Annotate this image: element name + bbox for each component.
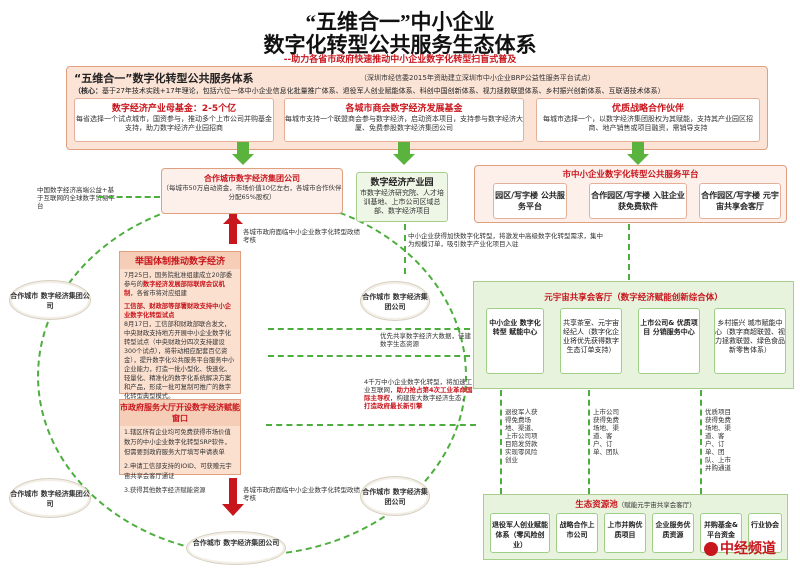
arrow-down-icon: [627, 142, 649, 165]
connector-line: [268, 328, 470, 330]
node-label: 合作城市 数字经济集团公司: [10, 292, 90, 310]
city-node-bottom[interactable]: 合作城市 数字经济集团公司: [186, 531, 286, 565]
node-label: 合作城市 数字经济集团公司: [10, 490, 90, 508]
fund-box-2: 各城市商会数字经济发展基金 每城市支持一个联盟商会参与数字经济，启动资本项目，支…: [284, 98, 524, 142]
mid-note-2: 优先共享数字经济大数据，佳建数字生态资源: [380, 332, 471, 348]
platform-box-3: 合作园区/写字楼 元宇宙共享会客厅: [699, 183, 781, 219]
page-title-line2: 数字化转型公共服务生态体系: [263, 33, 537, 57]
top-heading: “五维合一”数字化转型公共服务体系: [74, 72, 254, 85]
national-p2-red: 工信部、财政部等部署财政支持中小企业数字化转型试点: [124, 303, 232, 319]
eco-box-4: 企业服务优质资源: [652, 513, 694, 553]
metaverse-box-4: 乡村振兴 城市赋能中心（数字商超联盟、视力拯救联盟、绿色食品新零售体系）: [714, 308, 786, 374]
city-company-title: 合作城市数字经济集团公司: [204, 174, 300, 183]
city-node-left-bottom[interactable]: 合作城市 数字经济集团公司: [9, 478, 91, 518]
city-node-right-top[interactable]: 合作城市 数字经济集团公司: [360, 281, 430, 321]
city-node-left-top[interactable]: 合作城市 数字经济集团公司: [9, 280, 91, 320]
city-digital-company: 合作城市数字经济集团公司 （每城市50万启动资金，市场价值10亿左右，各城市合作…: [161, 168, 343, 214]
national-p2-body: 8月17日，工信部和财政部联合发文，中央财政支持地方开展中小企业数字化转型试点（…: [124, 321, 235, 400]
industry-park-box: 数字经济产业园 市数字经济研究院、人才培训基地、上市公司区域总部、数字经济项目: [356, 172, 448, 222]
connector-line: [268, 355, 470, 357]
connector-line: [588, 390, 590, 494]
connector-line: [628, 224, 630, 280]
public-service-platform: 市中小企业数字化转型公共服务平台 园区/写字楼 公共服务平台 合作园区/写字楼 …: [474, 165, 787, 223]
connector-line: [700, 390, 702, 494]
node-label: 合作城市 数字经济集团公司: [362, 488, 428, 506]
city-company-body: （每城市50万启动资金，市场价值10亿左右，各城市合作伙伴分配65%股权）: [162, 184, 342, 201]
flow-note-1: 退役军人获得免费场地、渠道、上市公司项目陪发贷款实现零风险创业: [505, 408, 538, 464]
national-p1-red: 数字经济发展部际联席会议机制: [124, 281, 225, 297]
fund-box-3-title: 优质战略合作伙伴: [611, 104, 684, 114]
national-system-box: 举国体制推动数字经济 7月25日，国务院批准组建成立20部委参与的数字经济发展部…: [119, 251, 241, 400]
eco-box-3: 上市并购优质项目: [604, 513, 646, 553]
platform-title: 市中小企业数字化转型公共服务平台: [562, 170, 699, 180]
gov-note-bottom: 各城市政府面临中小企业数字化转型政绩考核: [243, 486, 360, 502]
red-arrow-shaft: [229, 214, 237, 244]
core-text: 基于27年技术实践+17年理论，包括六位一体中小企业信息化批量推广体系、退役军人…: [102, 87, 665, 95]
flow-note-2: 上市公司获得免费场地、渠道、客户、订单、团队: [593, 408, 619, 456]
window-box-title: 市政府服务大厅开设数字经济赋能窗口: [120, 400, 240, 426]
arrow-down-icon: [393, 142, 415, 165]
national-box-title: 举国体制推动数字经济: [120, 252, 240, 269]
page-subtitle: --助力各省市政府快速推动中小企业数字化转型扫盲式普及: [283, 55, 517, 65]
fund-box-1-body: 每省选择一个试点城市，国资参与，推动多个上市公司并购基金支持，助力数字经济产业园…: [76, 115, 272, 132]
ecosystem-resource-pool: 生态资源池（赋能元宇宙共享会客厅） 退役军人创业赋能体系（零风险创业） 战略合作…: [483, 494, 788, 560]
industry-park-title: 数字经济产业园: [370, 178, 434, 188]
arrow-down-red-icon: [222, 504, 244, 516]
logo-text: 中经频道: [720, 541, 776, 557]
metaverse-lounge-panel: 元宇宙共享会客厅（数字经济赋能创新综合体） 中小企业 数字化转型 赋能中心 共享…: [473, 281, 794, 389]
eco-title-line: 生态资源池（赋能元宇宙共享会客厅）: [484, 498, 787, 510]
left-note: 中国数字经济高端公益+基于互联网的全球数字贸易平台: [37, 186, 115, 210]
flow-note-3: 优质项目获得免费场地、渠道、客户、订单、团队、上市并购通道: [705, 408, 731, 472]
fund-box-1-title: 数字经济产业母基金：2-5个亿: [111, 104, 237, 114]
arrow-up-icon: [223, 214, 243, 224]
city-node-right-bottom[interactable]: 合作城市 数字经济集团公司: [360, 476, 430, 516]
eco-box-2: 战略合作上市公司: [556, 513, 598, 553]
metaverse-title: 元宇宙共享会客厅（数字经济赋能创新综合体）: [544, 293, 723, 303]
window-item-3: 3.获得其他数字经济赋能资源: [124, 487, 206, 494]
mid-note-3: 4千万中小企业数字化转型，将加速工业互联网，助力抢占第4次工业革命国际主导权，构…: [364, 378, 474, 410]
node-label: 合作城市 数字经济集团公司: [362, 293, 428, 311]
connector-line: [98, 196, 160, 198]
window-item-2: 2.申请工信部支持的IOID、可获赠元宇宙共享会客厅通证: [124, 463, 232, 480]
mid-note-3-red: 助力抢占第4次工业革命国际主导权: [364, 386, 473, 402]
metaverse-box-3: 上市公司& 优质项目 分销服务中心: [638, 308, 700, 374]
platform-box-1: 园区/写字楼 公共服务平台: [493, 183, 567, 219]
connector-line: [404, 224, 406, 274]
window-item-1: 1.辖区所有企业均可免费获得市场价值数万的中小企业数字化转型SRP软件，但需要到…: [124, 429, 231, 456]
mid-note-3-b: ，构建庞大数字经济生态，: [390, 394, 468, 402]
eco-title-note: （赋能元宇宙共享会客厅）: [617, 501, 696, 509]
gov-note-top: 各城市政府面临中小企业数字化转型政绩考核: [243, 228, 360, 244]
logo-icon: [704, 542, 718, 556]
arrow-down-icon: [232, 142, 254, 165]
national-p1-b: ，各省市将对应组建: [130, 290, 187, 297]
fund-box-3-body: 每城市选择一个，以数字经济集团股权为其赋能，支持其产业园区招商、地产销售或项目融…: [543, 115, 753, 132]
fund-box-2-title: 各城市商会数字经济发展基金: [345, 104, 463, 114]
mid-note-1: 中小企业获得加快数字化转型，将激发中高级数字化转型需求，集中为规模订单，吸引数字…: [408, 232, 603, 248]
fund-box-3: 优质战略合作伙伴 每城市选择一个，以数字经济集团股权为其赋能，支持其产业园区招商…: [536, 98, 760, 142]
top-core-line: （核心：基于27年技术实践+17年理论，包括六位一体中小企业信息化批量推广体系、…: [74, 86, 764, 96]
top-heading-note: （深圳市经信委2015年资助建立深圳市中小企业BRP公益性服务平台试点）: [360, 74, 595, 82]
mid-note-3-red2: 打造政府最长新引擎: [364, 402, 423, 410]
fund-box-2-body: 每城市支持一个联盟商会参与数字经济，启动资本项目，支持参与数字经济大厦、免费参股…: [285, 115, 523, 132]
mid-note-3-a: 4千万中小企业数字化转型，将加速工业互联网，: [364, 378, 473, 394]
core-label: （核心：: [74, 87, 102, 95]
brand-logo: 中经频道: [704, 538, 776, 558]
national-box-p2: 工信部、财政部等部署财政支持中小企业数字化转型试点 8月17日，工信部和财政部联…: [120, 300, 240, 403]
metaverse-box-1: 中小企业 数字化转型 赋能中心: [486, 308, 544, 374]
platform-box-2: 合作园区/写字楼 入驻企业获免费软件: [589, 183, 687, 219]
connector-line: [266, 424, 476, 426]
fund-box-1: 数字经济产业母基金：2-5个亿 每省选择一个试点城市，国资参与，推动多个上市公司…: [74, 98, 274, 142]
eco-title: 生态资源池: [575, 500, 618, 510]
node-label: 合作城市 数字经济集团公司: [192, 539, 280, 547]
page-title-line1: “五维合一”中小企业: [305, 10, 495, 34]
metaverse-box-2: 共享茶室、元宇宙经纪人（数字化企业将优先获得数字生态订单支持）: [560, 308, 622, 374]
national-p1-a: 7月25日，国务院批准组建成立20部委参与的: [124, 272, 233, 288]
national-box-p1: 7月25日，国务院批准组建成立20部委参与的数字经济发展部际联席会议机制，各省市…: [120, 269, 240, 300]
eco-box-1: 退役军人创业赋能体系（零风险创业）: [490, 513, 550, 553]
connector-line: [500, 390, 502, 494]
eco-box-6: 行业协会: [748, 513, 782, 553]
red-arrow-shaft-bottom: [229, 478, 237, 508]
service-window-box: 市政府服务大厅开设数字经济赋能窗口 1.辖区所有企业均可免费获得市场价值数万的中…: [119, 399, 241, 494]
industry-park-body: 市数字经济研究院、人才培训基地、上市公司区域总部、数字经济项目: [360, 189, 444, 215]
